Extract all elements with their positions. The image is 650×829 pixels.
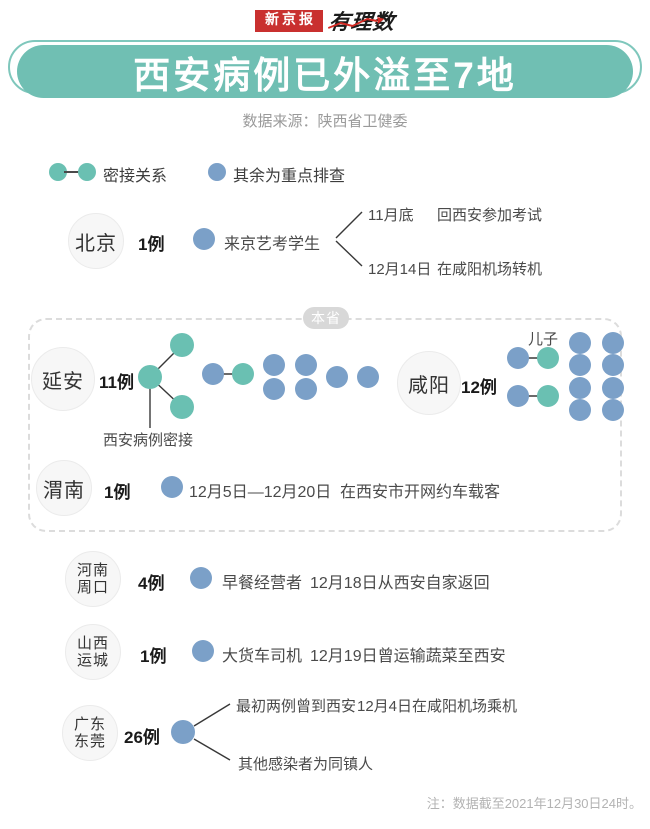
location-name-line2: 东莞 [73, 733, 106, 750]
screening-case-dot [193, 228, 215, 250]
location-name-line2: 运城 [76, 652, 109, 669]
case-note: 在西安市开网约车载客 [340, 484, 501, 501]
yanan-circle: 延安 [31, 347, 95, 411]
location-name-line2: 周口 [76, 579, 109, 596]
zhoukou-circle: 河南 周口 [65, 551, 121, 607]
branch-note: 在咸阳机场转机 [437, 261, 543, 278]
brand-logos: 新京报 有理数 [255, 6, 396, 36]
location-name-line1: 山西 [76, 635, 109, 652]
red-trendline-icon [327, 17, 385, 29]
case-note: 12月19日曾运输蔬菜至西安 [310, 648, 506, 665]
weinan-circle: 渭南 [36, 460, 92, 516]
location-name: 北京 [75, 232, 117, 255]
case-role: 来京艺考学生 [224, 236, 321, 253]
case-date: 12月5日—12月20日 [189, 484, 332, 501]
case-count: 26例 [124, 728, 160, 747]
case-note: 12月18日从西安自家返回 [310, 575, 490, 592]
yuncheng-circle: 山西 运城 [65, 624, 121, 680]
dongguan-circle: 广东 东莞 [62, 705, 118, 761]
location-name-line1: 河南 [76, 562, 109, 579]
legend-close-contact-label: 密接关系 [103, 168, 168, 185]
close-contact-link-icon [64, 171, 88, 173]
beijing-circle: 北京 [68, 213, 124, 269]
branch-date: 12月14日 [368, 261, 432, 278]
xianyang-circle: 咸阳 [397, 351, 461, 415]
screening-case-dot [171, 720, 195, 744]
close-contact-dot-icon [49, 163, 67, 181]
case-count: 1例 [138, 235, 165, 254]
title-bar: 西安病例已外溢至7地 [17, 45, 633, 98]
location-name: 渭南 [43, 479, 85, 502]
footer-note: 注：数据截至2021年12月30日24时。 [426, 796, 642, 811]
legend-screening-label: 其余为重点排查 [233, 168, 346, 185]
screening-case-dot [190, 567, 212, 589]
location-name: 延安 [42, 370, 84, 393]
xinjingbao-logo: 新京报 [255, 10, 323, 32]
location-name: 咸阳 [408, 374, 450, 397]
case-role: 大货车司机 [222, 648, 303, 665]
case-count: 11例 [99, 373, 134, 392]
case-count: 1例 [140, 647, 167, 666]
case-count: 4例 [138, 574, 165, 593]
branch-lead: 其他感染者为同镇人 [238, 756, 374, 773]
branch-lead: 最初两例曾到西安 [236, 698, 357, 715]
branch-note: 12月4日在咸阳机场乘机 [357, 698, 518, 715]
youlishu-logo: 有理数 [327, 6, 396, 36]
branch-date: 11月底 [368, 207, 414, 224]
cluster-note: 西安病例密接 [103, 432, 194, 449]
page-title: 西安病例已外溢至7地 [133, 54, 517, 96]
case-role: 早餐经营者 [222, 575, 303, 592]
screening-case-dot [192, 640, 214, 662]
case-count: 1例 [104, 483, 131, 502]
province-badge: 本省 [303, 307, 349, 329]
location-name-line1: 广东 [73, 716, 106, 733]
screening-dot-icon [208, 163, 226, 181]
son-tag: 儿子 [528, 331, 559, 348]
branch-note: 回西安参加考试 [437, 207, 543, 224]
case-count: 12例 [461, 378, 497, 397]
close-contact-dot-icon [78, 163, 96, 181]
data-source: 数据来源：陕西省卫健委 [242, 113, 408, 130]
